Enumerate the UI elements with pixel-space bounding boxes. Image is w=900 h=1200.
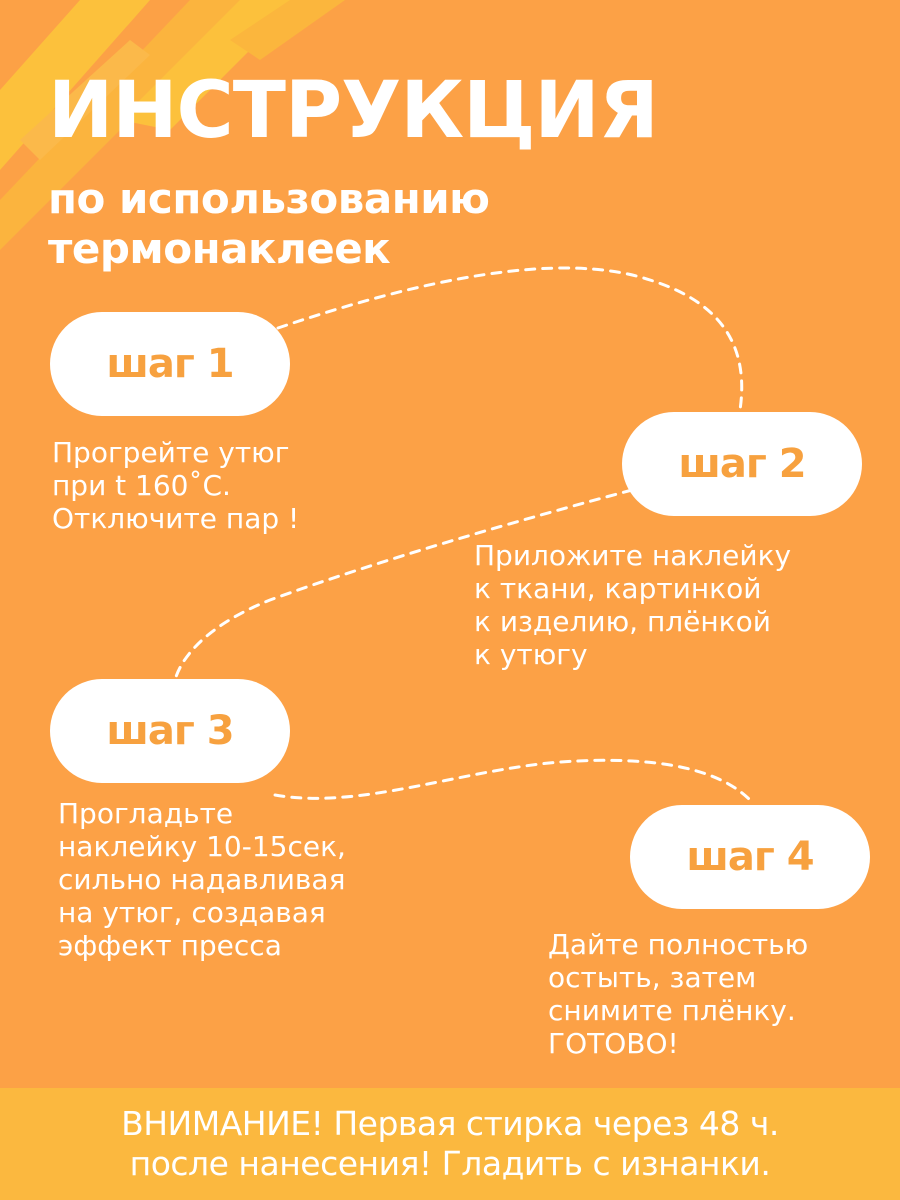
subtitle-line: термонаклеек: [48, 224, 391, 273]
step-3-line: на утюг, создавая: [58, 896, 326, 929]
page-title: ИНСТРУКЦИЯ: [48, 66, 659, 156]
step-1-label: шаг 1: [106, 341, 234, 387]
step-3-line: сильно надавливая: [58, 863, 346, 896]
step-3-line: эффект пресса: [58, 929, 282, 962]
step-3-text: Прогладьте наклейку 10-15сек, сильно над…: [58, 797, 346, 962]
step-1-line: Прогрейте утюг: [52, 436, 290, 469]
warning-line: после нанесения! Гладить с изнанки.: [129, 1144, 771, 1183]
step-4-line: остыть, затем: [548, 961, 757, 994]
step-3-line: наклейку 10-15сек,: [58, 830, 346, 863]
step-2-text: Приложите наклейку к ткани, картинкой к …: [474, 539, 791, 671]
step-3-label: шаг 3: [106, 708, 234, 754]
step-4-text: Дайте полностью остыть, затем снимите пл…: [548, 928, 808, 1060]
warning-banner: ВНИМАНИЕ! Первая стирка через 48 ч. посл…: [0, 1088, 900, 1200]
warning-line: ВНИМАНИЕ! Первая стирка через 48 ч.: [121, 1104, 779, 1143]
step-1-line: при t 160˚С.: [52, 469, 231, 502]
step-4-badge: шаг 4: [630, 805, 870, 909]
step-2-line: Приложите наклейку: [474, 539, 792, 572]
step-2-line: к изделию, плёнкой: [474, 605, 771, 638]
step-1-line: Отключите пар !: [52, 502, 300, 535]
step-1-badge: шаг 1: [50, 312, 290, 416]
step-3-line: Прогладьте: [58, 797, 234, 830]
step-2-line: к утюгу: [474, 638, 588, 671]
step-2-label: шаг 2: [678, 441, 806, 487]
step-3-badge: шаг 3: [50, 679, 290, 783]
brush-stroke-decoration: [0, 0, 345, 250]
step-2-line: к ткани, картинкой: [474, 572, 762, 605]
subtitle-line: по использованию: [48, 174, 490, 223]
step-4-line: снимите плёнку.: [548, 994, 796, 1027]
step-4-line: ГОТОВО!: [548, 1027, 679, 1060]
step-2-badge: шаг 2: [622, 412, 862, 516]
page-subtitle: по использованию термонаклеек: [48, 174, 490, 274]
step-4-label: шаг 4: [686, 834, 814, 880]
step-4-line: Дайте полностью: [548, 928, 809, 961]
step-1-text: Прогрейте утюг при t 160˚С. Отключите па…: [52, 436, 299, 535]
